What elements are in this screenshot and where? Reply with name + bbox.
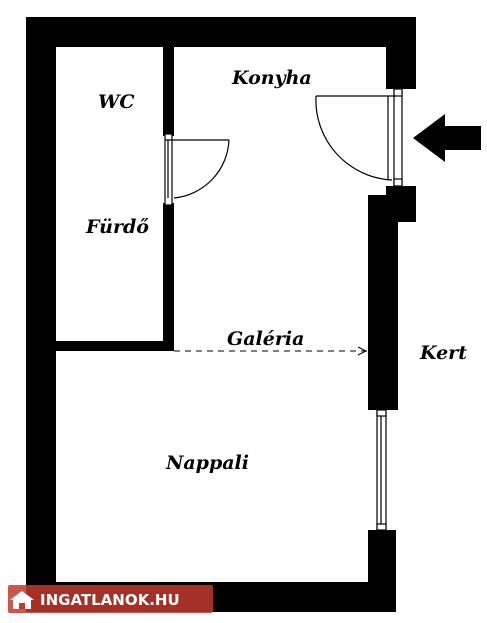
interior-walls xyxy=(56,47,174,351)
room-label-wc: WC xyxy=(98,91,134,113)
house-icon xyxy=(10,591,34,609)
exterior-walls xyxy=(26,17,416,612)
top-wall xyxy=(26,17,416,47)
room-label-living-room: Nappali xyxy=(165,452,249,474)
right-wall-upper xyxy=(386,17,416,89)
bathroom-door-swing xyxy=(173,139,230,199)
garden-window xyxy=(376,409,387,531)
room-label-garden: Kert xyxy=(419,342,467,364)
entrance-door-swing xyxy=(315,95,393,181)
watermark: INGATLANOK.HU xyxy=(8,585,213,613)
entrance-door-frame xyxy=(393,88,403,187)
watermark-background xyxy=(8,585,213,613)
room-label-bathroom: Fürdő xyxy=(85,216,149,238)
bathroom-bottom-wall xyxy=(56,341,174,351)
left-wall xyxy=(26,17,56,612)
partition-upper xyxy=(163,47,174,136)
entrance-door xyxy=(315,88,403,187)
room-label-gallery: Galéria xyxy=(227,328,304,350)
room-label-kitchen: Konyha xyxy=(231,67,312,89)
right-wall-lower xyxy=(368,530,396,612)
bathroom-door xyxy=(164,133,230,206)
right-wall-middle xyxy=(368,195,398,410)
arrow-left-icon xyxy=(413,114,481,162)
watermark-text: INGATLANOK.HU xyxy=(40,591,180,609)
partition-lower xyxy=(163,203,174,351)
